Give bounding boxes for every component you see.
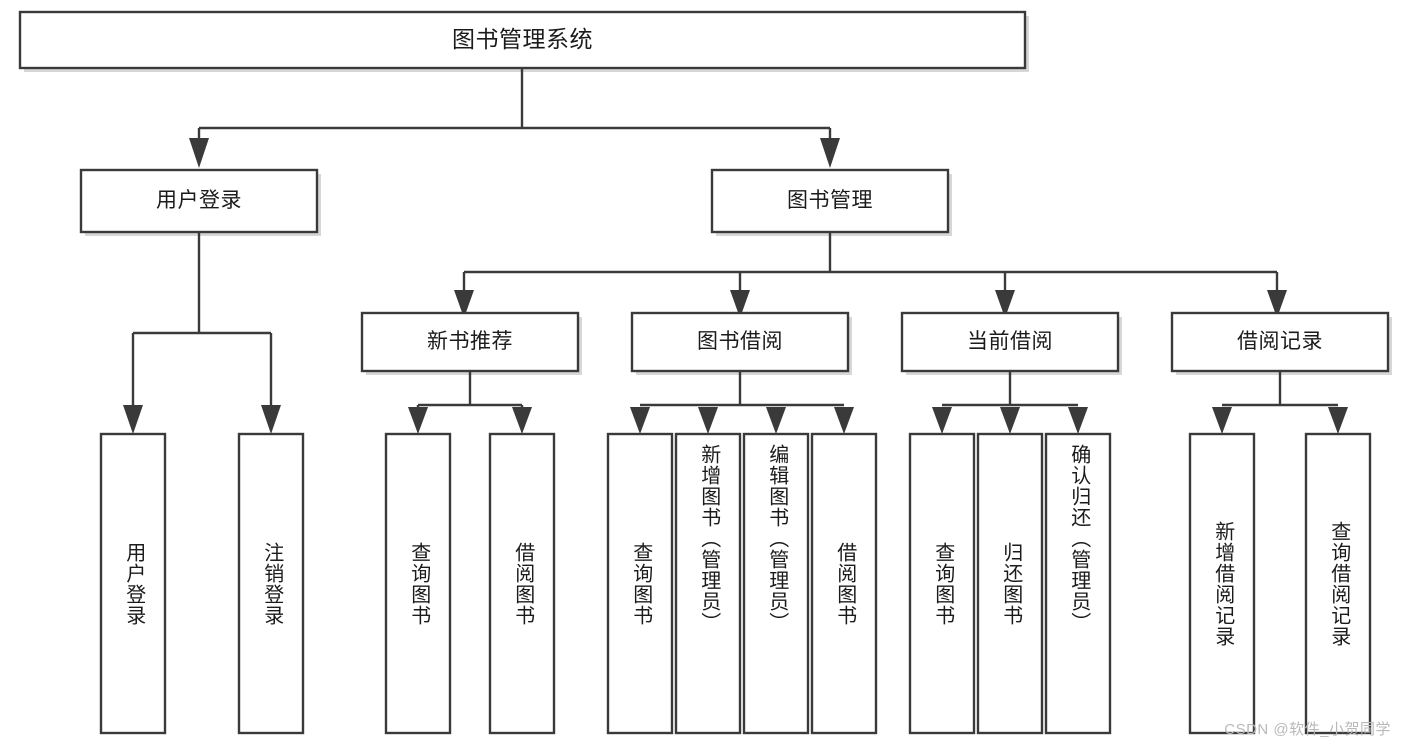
arrowhead-leaf-current-borrow-3 xyxy=(1068,407,1088,434)
arrowhead-leaf-book-borrow-3 xyxy=(766,407,786,434)
node-current-borrow[interactable] xyxy=(900,311,1122,375)
leaf-box-user-login-1[interactable] xyxy=(99,432,167,735)
book-management-box[interactable] xyxy=(710,168,950,234)
arrowhead-leaf-current-borrow-2 xyxy=(1000,407,1020,434)
arrowhead-book-mgmt xyxy=(820,138,840,168)
leaf-box-book-borrow-4[interactable] xyxy=(810,432,878,735)
leaf-box-new-book-2[interactable] xyxy=(488,432,556,735)
arrowhead-leaf-user-login-1 xyxy=(123,405,143,434)
book-borrow-box[interactable] xyxy=(630,311,850,373)
leaf-box-book-borrow-2[interactable] xyxy=(674,432,742,735)
node-root[interactable] xyxy=(18,10,1029,72)
arrowhead-level3-1 xyxy=(454,290,474,318)
user-login-box[interactable] xyxy=(79,168,319,234)
root-box[interactable] xyxy=(18,10,1027,70)
node-book-borrow[interactable] xyxy=(630,311,852,375)
arrowhead-leaf-book-borrow-1 xyxy=(630,407,650,434)
leaf-box-current-borrow-2[interactable] xyxy=(976,432,1044,735)
arrowhead-level3-2 xyxy=(730,290,750,318)
leaf-box-book-borrow-3[interactable] xyxy=(742,432,810,735)
node-user-login[interactable] xyxy=(79,168,321,236)
leaf-box-current-borrow-1[interactable] xyxy=(908,432,976,735)
leaf-box-current-borrow-3[interactable] xyxy=(1044,432,1112,735)
arrowhead-leaf-current-borrow-1 xyxy=(932,407,952,434)
new-book-box[interactable] xyxy=(360,311,580,373)
borrow-record-box[interactable] xyxy=(1170,311,1390,373)
node-book-management[interactable] xyxy=(710,168,952,236)
leaf-box-borrow-record-1[interactable] xyxy=(1188,432,1256,735)
arrowhead-level3-4 xyxy=(1267,290,1287,318)
arrowhead-user-login xyxy=(189,138,209,168)
node-borrow-record[interactable] xyxy=(1170,311,1392,375)
current-borrow-box[interactable] xyxy=(900,311,1120,373)
arrowhead-leaf-book-borrow-2 xyxy=(698,407,718,434)
arrowhead-leaf-book-borrow-4 xyxy=(834,407,854,434)
arrowhead-leaf-new-book-1 xyxy=(408,407,428,434)
arrowhead-leaf-borrow-record-2 xyxy=(1328,407,1348,434)
leaf-box-borrow-record-2[interactable] xyxy=(1304,432,1372,735)
arrowhead-leaf-new-book-2 xyxy=(512,407,532,434)
arrowhead-leaf-user-login-2 xyxy=(261,405,281,434)
leaf-box-book-borrow-1[interactable] xyxy=(606,432,674,735)
arrowhead-level3-3 xyxy=(995,290,1015,318)
leaf-box-user-login-2[interactable] xyxy=(237,432,305,735)
leaf-box-new-book-1[interactable] xyxy=(384,432,452,735)
arrowhead-leaf-borrow-record-1 xyxy=(1212,407,1232,434)
node-new-book-recommend[interactable] xyxy=(360,311,582,375)
